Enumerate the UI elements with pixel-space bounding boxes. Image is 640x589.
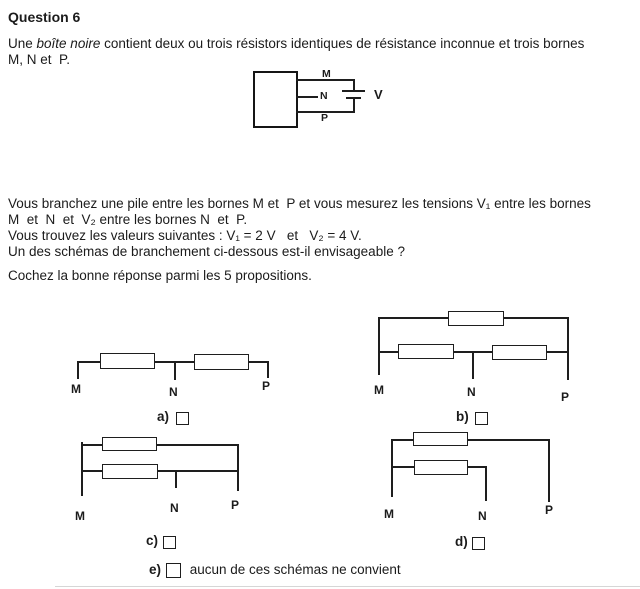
paragraph-line-1: Vous branchez une pile entre les bornes … bbox=[8, 196, 591, 211]
question-title: Question 6 bbox=[8, 9, 81, 25]
option-e-checkbox[interactable] bbox=[166, 563, 181, 578]
terminal-n-stub bbox=[175, 470, 177, 488]
intro-text-pre: Une bbox=[8, 36, 37, 51]
option-b-checkbox[interactable] bbox=[475, 412, 488, 425]
resistor bbox=[398, 344, 454, 359]
top-wire bbox=[391, 439, 550, 441]
intro-line-2: M, N et P. bbox=[8, 52, 71, 67]
terminal-p-stub bbox=[548, 439, 550, 502]
resistor bbox=[102, 437, 157, 451]
intro-paragraph: Une boîte noire contient deux ou trois r… bbox=[8, 36, 638, 68]
terminal-m-stub bbox=[81, 442, 83, 496]
scan-artifact-line bbox=[55, 586, 640, 587]
option-d-checkbox[interactable] bbox=[472, 537, 485, 550]
terminal-n-wire bbox=[296, 96, 318, 98]
paragraph-line-4: Un des schémas de branchement ci-dessous… bbox=[8, 244, 405, 259]
terminal-p-label: P bbox=[321, 112, 329, 124]
terminal-n-label: N bbox=[169, 385, 178, 399]
terminal-p-stub bbox=[567, 317, 569, 380]
option-c-label: c) bbox=[146, 533, 159, 548]
resistor bbox=[448, 311, 504, 326]
terminal-n-label: N bbox=[478, 509, 487, 523]
terminal-m-wire bbox=[296, 79, 354, 81]
battery-top-lead bbox=[353, 79, 355, 91]
resistor bbox=[194, 354, 249, 370]
option-e-label: e) bbox=[149, 562, 162, 577]
terminal-n-stub bbox=[485, 466, 487, 501]
option-d-label: d) bbox=[455, 534, 468, 549]
terminal-m-label: M bbox=[322, 68, 331, 80]
resistor bbox=[492, 345, 547, 360]
intro-line-1: Une boîte noire contient deux ou trois r… bbox=[8, 36, 638, 52]
terminal-n-label: N bbox=[467, 385, 476, 399]
intro-emphasis: boîte noire bbox=[36, 36, 101, 51]
terminal-n-label: N bbox=[170, 501, 179, 515]
terminal-p-label: P bbox=[561, 390, 570, 404]
paragraph-line-2: M et N et V₂ entre les bornes N et P. bbox=[8, 212, 248, 227]
terminal-m-stub bbox=[391, 439, 393, 497]
terminal-p-label: P bbox=[545, 503, 554, 517]
resistor bbox=[413, 432, 468, 446]
option-e-text: aucun de ces schémas ne convient bbox=[186, 562, 401, 577]
terminal-m-label: M bbox=[384, 507, 394, 521]
terminal-m-label: M bbox=[374, 383, 384, 397]
terminal-p-stub bbox=[267, 361, 269, 378]
resistor bbox=[100, 353, 155, 369]
terminal-m-stub bbox=[378, 317, 380, 375]
terminal-m-label: M bbox=[71, 382, 81, 396]
instruction-text: Cochez la bonne réponse parmi les 5 prop… bbox=[8, 268, 312, 283]
option-a-label: a) bbox=[157, 409, 170, 424]
terminal-p-wire bbox=[296, 111, 355, 113]
option-b-label: b) bbox=[456, 409, 469, 424]
battery-voltage-label: V bbox=[374, 87, 383, 102]
option-a-checkbox[interactable] bbox=[176, 412, 189, 425]
paragraph-line-3: Vous trouvez les valeurs suivantes : V₁ … bbox=[8, 228, 362, 243]
option-c-checkbox[interactable] bbox=[163, 536, 176, 549]
top-wire bbox=[81, 444, 239, 446]
terminal-p-label: P bbox=[231, 498, 240, 512]
terminal-p-label: P bbox=[262, 379, 271, 393]
intro-text-post: contient deux ou trois résistors identiq… bbox=[100, 36, 585, 51]
measurement-paragraph: Vous branchez une pile entre les bornes … bbox=[8, 196, 638, 260]
battery-bottom-lead bbox=[353, 99, 355, 112]
bottom-wire bbox=[81, 470, 239, 472]
terminal-m-label: M bbox=[75, 509, 85, 523]
terminal-n-label: N bbox=[320, 90, 328, 102]
terminal-p-stub bbox=[237, 444, 239, 491]
main-wire bbox=[78, 361, 268, 363]
resistor bbox=[102, 464, 158, 479]
battery-positive-plate bbox=[342, 90, 365, 92]
black-box bbox=[253, 71, 298, 128]
terminal-n-stub bbox=[174, 361, 176, 380]
terminal-n-stub bbox=[472, 351, 474, 379]
battery-negative-plate bbox=[346, 97, 361, 99]
resistor bbox=[414, 460, 468, 475]
terminal-m-stub bbox=[77, 361, 79, 379]
